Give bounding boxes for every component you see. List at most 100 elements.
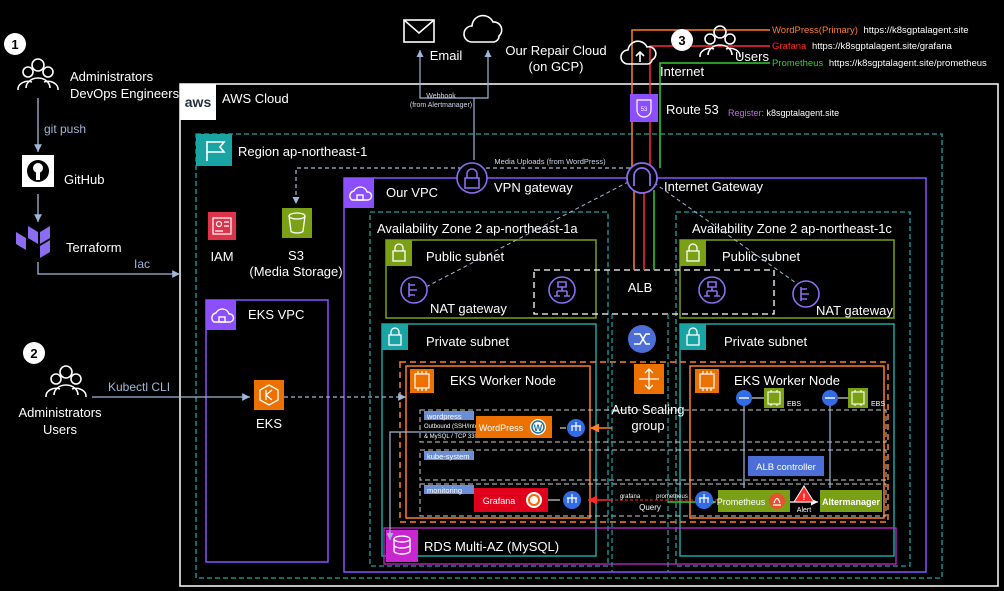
url-prometheus-url[interactable]: https://k8sgptalagent.site/prometheus: [829, 58, 987, 69]
users-icon: [45, 365, 87, 398]
eks-vpc-label: EKS VPC: [248, 307, 304, 322]
admins-1-line2: DevOps Engineers: [70, 86, 180, 101]
public-subnet-1a-label: Public subnet: [426, 249, 504, 264]
public-subnet-1c: [679, 239, 895, 319]
route53-label: Route 53: [666, 102, 719, 117]
ns-kube-row: [419, 449, 887, 481]
nat-gateway-icon: [400, 276, 428, 304]
vpn-gateway-label: VPN gateway: [494, 180, 573, 195]
nat-gateway-icon: [792, 280, 820, 308]
repair-cloud-line: [474, 50, 492, 99]
ns-monitoring-tag: [424, 485, 474, 494]
webhook-label-2: (from Alertmanager): [410, 102, 472, 109]
svg-text:W: W: [534, 423, 543, 433]
k8s-service-icon: [563, 491, 581, 509]
media-uploads-label: Media Uploads (from WordPress): [494, 157, 606, 166]
ebs-2-label: EBS: [871, 401, 885, 408]
ns-wordpress-row: [419, 409, 887, 443]
private-subnet-1a-label: Private subnet: [426, 334, 509, 349]
vpc-cloud-icon: [211, 308, 235, 323]
terraform-label: Terraform: [66, 240, 122, 255]
admins-1-line1: Administrators: [70, 69, 154, 84]
git-push-label: git push: [44, 122, 86, 136]
shuffle-icon: [628, 325, 656, 353]
ebs-1-label: EBS: [787, 401, 801, 408]
eks-icon: [259, 384, 279, 406]
vpn-gateway-icon: [456, 162, 488, 194]
ns-monitoring-row: [419, 483, 887, 517]
aws-logo-box: [180, 84, 216, 120]
lock-icon: [686, 327, 700, 346]
alb-icon-1a: [548, 276, 576, 304]
step-2-number: 2: [30, 346, 37, 361]
ebs-1-box: [764, 388, 784, 408]
grafana-route-line: [649, 45, 770, 168]
query-label: Query: [639, 503, 661, 512]
alb-label: ALB: [628, 280, 653, 295]
flow-prometheus-label: prometheus: [656, 494, 688, 500]
terraform-icon: [16, 226, 50, 258]
step-1-number: 1: [11, 37, 18, 52]
iam-icon-box: [208, 212, 236, 240]
github-icon: [27, 160, 49, 182]
private-subnet-1a: [381, 323, 597, 557]
alb-controller-label: ALB controller: [756, 462, 816, 473]
az-1c-boundary: [675, 211, 911, 567]
ns-wordpress-tag: [424, 411, 474, 420]
register-label: Register: k8sgptalagent.site: [728, 108, 839, 118]
envelope-icon: [403, 19, 435, 43]
admins-2-line1: Administrators: [18, 405, 102, 420]
rds-icon-box: [386, 530, 418, 562]
asg-boundary: [399, 361, 889, 523]
webhook-label-1: Webhook: [426, 93, 456, 100]
svg-text:!: !: [803, 492, 806, 502]
route53-icon-text: 53: [641, 107, 648, 113]
ns-kube-label: kube-system: [427, 452, 470, 461]
private-subnet-1c: [679, 323, 895, 557]
aws-logo: aws: [185, 94, 212, 110]
lock-icon: [686, 243, 700, 262]
users-icon: [699, 25, 741, 58]
url-wordpress: WordPress(Primary) https://k8sgptalagent…: [772, 25, 969, 36]
step-3-number: 3: [678, 33, 685, 48]
admins-2-line2: Users: [43, 422, 77, 437]
auto-scaling-icon: [639, 368, 659, 390]
media-upload-line: [292, 167, 630, 204]
ebs-volume-icon: [851, 390, 865, 406]
chip-icon: [699, 371, 715, 391]
s3-label-2: (Media Storage): [249, 264, 342, 279]
k8s-service-icon: [695, 491, 713, 509]
k8s-service-icon: [567, 419, 585, 437]
webhook-line: [416, 50, 475, 160]
url-grafana: Grafana https://k8sgptalagent.site/grafa…: [772, 41, 953, 52]
url-prometheus-name: Prometheus: [772, 58, 823, 69]
nat-1a-label: NAT gateway: [430, 301, 507, 316]
iac-label: Iac: [134, 257, 150, 271]
altermanager-box: [820, 490, 882, 512]
eks-label: EKS: [256, 416, 282, 431]
internet-gateway-label: Internet Gateway: [664, 179, 763, 194]
url-grafana-url[interactable]: https://k8sgptalagent.site/grafana: [812, 41, 953, 52]
flow-grafana-label: grafana: [620, 494, 641, 500]
lock-icon: [392, 243, 406, 262]
aws-cloud-boundary: [179, 83, 999, 587]
alert-icon: !: [793, 485, 815, 503]
url-wordpress-url[interactable]: https://k8sgptalagent.site: [864, 25, 969, 36]
step-3-badge: [671, 29, 693, 51]
alb-controller-box: [748, 456, 824, 476]
terraform-to-aws-line: [37, 262, 180, 278]
url-grafana-name: Grafana: [772, 41, 807, 52]
email-label: Email: [430, 48, 463, 63]
wordpress-logo-icon: W: [530, 419, 546, 435]
iam-label: IAM: [210, 249, 233, 264]
s3-label-1: S3: [288, 248, 304, 263]
ebs-volume-icon: [767, 390, 781, 406]
k8s-service-icon: [822, 390, 838, 406]
github-label: GitHub: [64, 172, 104, 187]
asg-label-1: Auto Scaling: [612, 402, 685, 417]
eks-vpc-icon-box: [206, 300, 236, 330]
mysql-label: & MySQL / TCP 3306: [424, 434, 482, 440]
rds-label: RDS Multi-AZ (MySQL): [424, 539, 559, 554]
worker-node-1a-label: EKS Worker Node: [450, 373, 556, 388]
